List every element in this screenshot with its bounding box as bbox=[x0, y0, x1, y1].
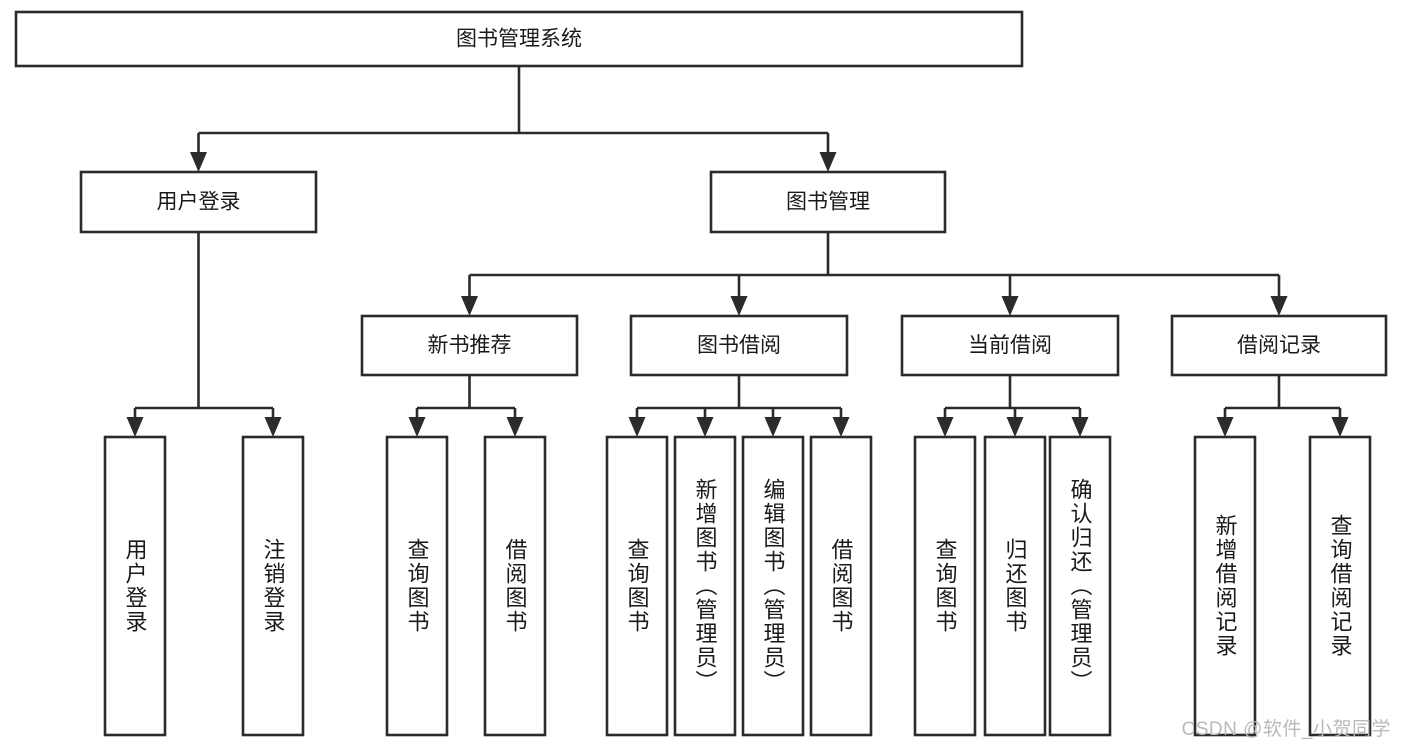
arrowhead-icon bbox=[819, 152, 837, 172]
node-label-level3-0: 新书推荐 bbox=[428, 334, 512, 357]
arrowhead-icon bbox=[190, 152, 207, 172]
arrowhead-icon bbox=[936, 417, 954, 437]
leaf-box-12[interactable] bbox=[1308, 435, 1372, 737]
node-label-root: 图书管理系统 bbox=[456, 28, 582, 51]
leaf-box-1[interactable] bbox=[241, 435, 305, 737]
leaf-box-0[interactable] bbox=[103, 435, 167, 737]
arrowhead-icon bbox=[1071, 417, 1089, 437]
node-box-level2-1[interactable] bbox=[709, 170, 947, 234]
leaf-label-10: 确认归还（管理员） bbox=[1067, 478, 1093, 694]
node-label-level2-0: 用户登录 bbox=[157, 191, 241, 214]
leaf-label-7: 借阅图书 bbox=[828, 538, 854, 634]
leaf-box-11[interactable] bbox=[1193, 435, 1257, 737]
arrowhead-icon bbox=[1331, 417, 1349, 437]
leaf-box-7[interactable] bbox=[809, 435, 873, 737]
leaf-label-12: 查询借阅记录 bbox=[1327, 514, 1353, 658]
arrowhead-icon bbox=[832, 417, 850, 437]
leaf-label-11: 新增借阅记录 bbox=[1212, 514, 1238, 658]
arrowhead-icon bbox=[264, 417, 282, 437]
arrowhead-icon bbox=[1270, 296, 1288, 316]
node-box-root[interactable] bbox=[14, 10, 1024, 68]
leaf-box-5[interactable] bbox=[673, 435, 737, 737]
leaf-label-2: 查询图书 bbox=[404, 538, 430, 634]
arrowhead-icon bbox=[628, 417, 646, 437]
leaf-label-9: 归还图书 bbox=[1002, 538, 1028, 634]
leaf-box-2[interactable] bbox=[385, 435, 449, 737]
node-box-level3-1[interactable] bbox=[629, 314, 849, 377]
leaf-label-8: 查询图书 bbox=[932, 538, 958, 634]
arrowhead-icon bbox=[764, 417, 782, 437]
leaf-box-4[interactable] bbox=[605, 435, 669, 737]
leaf-label-0: 用户登录 bbox=[122, 538, 148, 634]
watermark-text: CSDN @软件_小贺同学 bbox=[1181, 719, 1391, 740]
leaf-label-3: 借阅图书 bbox=[502, 538, 528, 634]
arrowhead-icon bbox=[1006, 417, 1024, 437]
node-label-level3-2: 当前借阅 bbox=[968, 334, 1052, 357]
leaf-box-10[interactable] bbox=[1048, 435, 1112, 737]
arrowhead-icon bbox=[730, 296, 748, 316]
node-label-level3-3: 借阅记录 bbox=[1237, 334, 1321, 357]
leaf-box-9[interactable] bbox=[983, 435, 1047, 737]
leaf-label-6: 编辑图书（管理员） bbox=[760, 478, 786, 694]
arrowhead-icon bbox=[1001, 296, 1019, 316]
arrowhead-icon bbox=[126, 417, 144, 437]
node-box-level2-0[interactable] bbox=[79, 170, 318, 234]
node-box-level3-3[interactable] bbox=[1170, 314, 1388, 377]
node-box-level3-0[interactable] bbox=[360, 314, 579, 377]
leaf-label-1: 注销登录 bbox=[260, 538, 286, 634]
arrowhead-icon bbox=[1216, 417, 1234, 437]
leaf-box-8[interactable] bbox=[913, 435, 977, 737]
leaf-label-5: 新增图书（管理员） bbox=[692, 478, 718, 694]
node-box-level3-2[interactable] bbox=[900, 314, 1120, 377]
node-label-level3-1: 图书借阅 bbox=[697, 334, 781, 357]
leaf-box-6[interactable] bbox=[741, 435, 805, 737]
box-layer bbox=[14, 10, 1388, 737]
arrowhead-icon bbox=[506, 417, 524, 437]
connector-layer bbox=[126, 66, 1349, 437]
leaf-label-4: 查询图书 bbox=[624, 538, 650, 634]
arrowhead-icon bbox=[696, 417, 714, 437]
arrowhead-icon bbox=[461, 296, 478, 316]
leaf-box-3[interactable] bbox=[483, 435, 547, 737]
arrowhead-icon bbox=[408, 417, 426, 437]
node-label-level2-1: 图书管理 bbox=[786, 191, 870, 214]
